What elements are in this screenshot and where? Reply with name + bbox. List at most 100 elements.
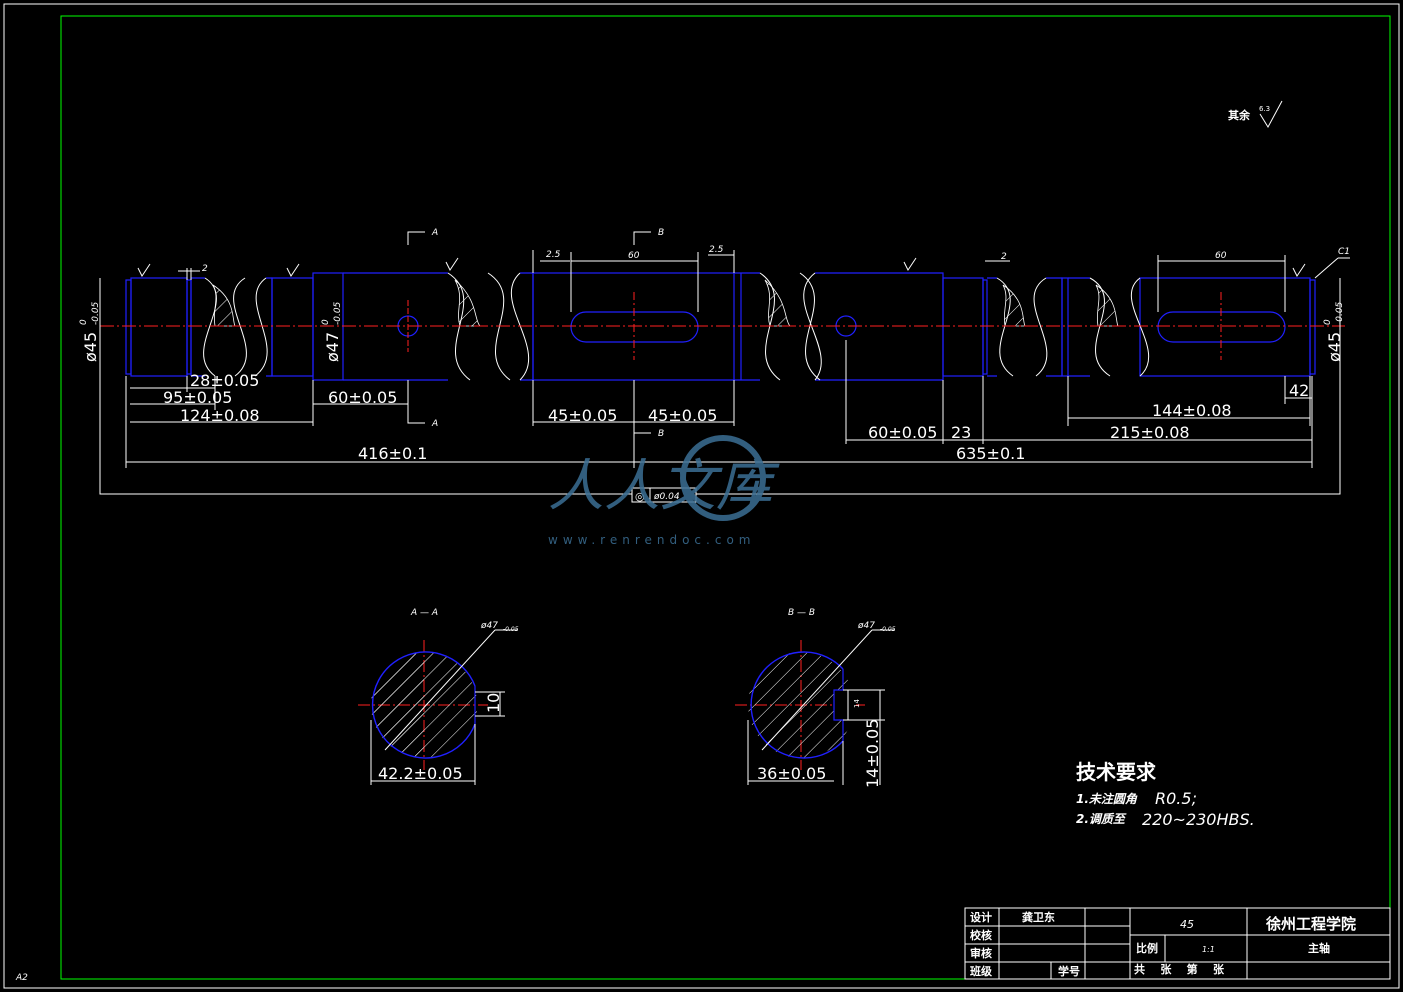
roughness-icon: [1292, 263, 1306, 277]
break-hatch: [212, 279, 1119, 327]
shaft-seg-5: [343, 272, 448, 381]
concentricity-frame: ◎ ø0.04: [631, 487, 697, 503]
diameter-mid-tol-lower: -0.05: [333, 301, 343, 325]
dimension-lines: [99, 340, 1341, 495]
roughness-icon: [137, 263, 151, 277]
diameter-left: ø45 0 -0.05: [79, 278, 101, 376]
dim-42: 42: [1289, 381, 1309, 400]
roughness-icon: [445, 257, 459, 271]
tb-student-no-label: 学号: [1058, 964, 1080, 978]
section-aa-diameter: ø47: [480, 621, 498, 631]
tb-review-label: 审核: [970, 946, 992, 960]
section-bb: B — B ø47 -0.05 14 14±0.05 36±0.05: [735, 608, 896, 788]
technical-requirements: 技术要求 1.未注圆角 R0.5; 2.调质至 220~230HBS.: [1076, 760, 1255, 829]
tb-school: 徐州工程学院: [1265, 915, 1356, 933]
dim-635: 635±0.1: [956, 444, 1025, 463]
tb-designer: 龚卫东: [1022, 910, 1055, 924]
section-aa: A — A ø47 -0.05 10 42.2±0.05: [358, 608, 519, 785]
dim-23: 23: [951, 423, 971, 442]
section-aa-width: 42.2±0.05: [378, 764, 463, 783]
tb-material: 45: [1180, 918, 1194, 931]
section-aa-title: A — A: [410, 608, 438, 618]
top-small-dims: [178, 250, 1350, 312]
tb-class-label: 班级: [970, 964, 993, 978]
watermark-url: www.renrendoc.com: [548, 533, 755, 547]
shaft-seg-1: [130, 277, 188, 377]
diameter-left-tol-lower: -0.05: [91, 301, 101, 325]
diameter-right-value: ø45: [1325, 332, 1344, 362]
tech-req-item-1-prefix: 1.未注圆角: [1076, 792, 1138, 806]
diameter-mid-value: ø47: [323, 332, 342, 362]
section-bb-title: B — B: [788, 608, 815, 618]
groove-left-dim: 2: [202, 264, 208, 274]
shaft-end-left: [125, 279, 132, 375]
shaft-groove-2: [982, 279, 988, 375]
tech-req-title: 技术要求: [1076, 760, 1157, 784]
section-aa-diameter-tol: -0.05: [503, 626, 519, 633]
dim-45-left: 45±0.05: [548, 406, 617, 425]
tb-part-name: 主轴: [1308, 941, 1330, 955]
dim-95: 95±0.05: [163, 388, 232, 407]
tb-sheets: 共 张 第 张: [1134, 962, 1225, 976]
section-b-top-label: B: [658, 228, 664, 238]
roughness-icon: [903, 257, 917, 271]
watermark: 人人文库 www.renrendoc.com: [548, 435, 780, 547]
diameter-right: ø45 0 -0.05: [1323, 278, 1345, 376]
tech-req-item-1-value: R0.5;: [1155, 789, 1197, 808]
diameter-right-tol-upper: 0: [1323, 319, 1333, 325]
section-markers: [407, 231, 651, 434]
concentricity-value: ø0.04: [653, 492, 680, 502]
key-left-right-offset-dim: 2.5: [709, 245, 724, 255]
shaft-seg-10: [987, 277, 1063, 377]
tech-req-item-2-prefix: 2.调质至: [1076, 812, 1127, 826]
roughness-icon: [286, 263, 300, 277]
watermark-brand: 人人文库: [548, 454, 780, 519]
diameter-left-tol-upper: 0: [79, 319, 89, 325]
roughness-other-value: 6.3: [1259, 105, 1270, 113]
dim-416: 416±0.1: [358, 444, 427, 463]
key-left-length-dim: 60: [628, 251, 640, 261]
shaft-seg-11: [1068, 277, 1090, 377]
shaft-seg-2: [190, 277, 205, 377]
section-a-bottom-label: A: [431, 419, 438, 429]
shaft-seg-3: [266, 277, 273, 377]
diameter-left-value: ø45: [81, 332, 100, 362]
tech-req-item-2-value: 220~230HBS.: [1142, 810, 1255, 829]
groove-right-dim: 2: [1001, 252, 1007, 262]
dim-60-right: 60±0.05: [868, 423, 937, 442]
shaft-end-right: [1309, 279, 1316, 375]
drawing-frame: [60, 15, 1391, 980]
section-bb-key-width: 14: [853, 699, 861, 708]
concentricity-icon: ◎: [635, 490, 645, 503]
section-aa-flat-depth: 10: [484, 693, 503, 713]
section-b-bottom-label: B: [658, 429, 664, 439]
key-right-length-dim: 60: [1215, 251, 1227, 261]
dim-45-right: 45±0.05: [648, 406, 717, 425]
dim-215: 215±0.08: [1110, 423, 1190, 442]
tb-check-label: 校核: [970, 928, 992, 942]
sheet-size-label: A2: [15, 973, 28, 983]
tb-scale-value: 1:1: [1202, 945, 1215, 954]
diameter-mid: ø47 0 -0.05: [321, 301, 343, 362]
sheet-border: [3, 3, 1400, 989]
dim-144: 144±0.08: [1152, 401, 1232, 420]
shaft-seg-9: [942, 277, 984, 377]
roughness-marks: [137, 257, 1306, 277]
diameter-mid-tol-upper: 0: [321, 319, 331, 325]
shaft-seg-4: [271, 277, 314, 377]
roughness-other-label: 其余: [1228, 108, 1251, 122]
chamfer-dim: C1: [1338, 247, 1350, 257]
main-view: ø45 0 -0.05 ø47 0 -0.05 ø45 0 -0.05: [79, 228, 1350, 503]
tb-scale-label: 比例: [1136, 941, 1158, 955]
section-bb-height: 14±0.05: [863, 719, 882, 788]
section-bb-width: 36±0.05: [757, 764, 826, 783]
roughness-other-note: 其余 6.3: [1228, 100, 1283, 129]
dim-60-left: 60±0.05: [328, 388, 397, 407]
section-bb-diameter: ø47: [857, 621, 875, 631]
dim-28: 28±0.05: [190, 371, 259, 390]
shaft-shoulder-2: [1061, 277, 1069, 377]
key-left-offset-dim: 2.5: [546, 250, 561, 260]
section-bb-diameter-tol: -0.05: [880, 626, 896, 633]
tb-design-label: 设计: [970, 910, 992, 924]
